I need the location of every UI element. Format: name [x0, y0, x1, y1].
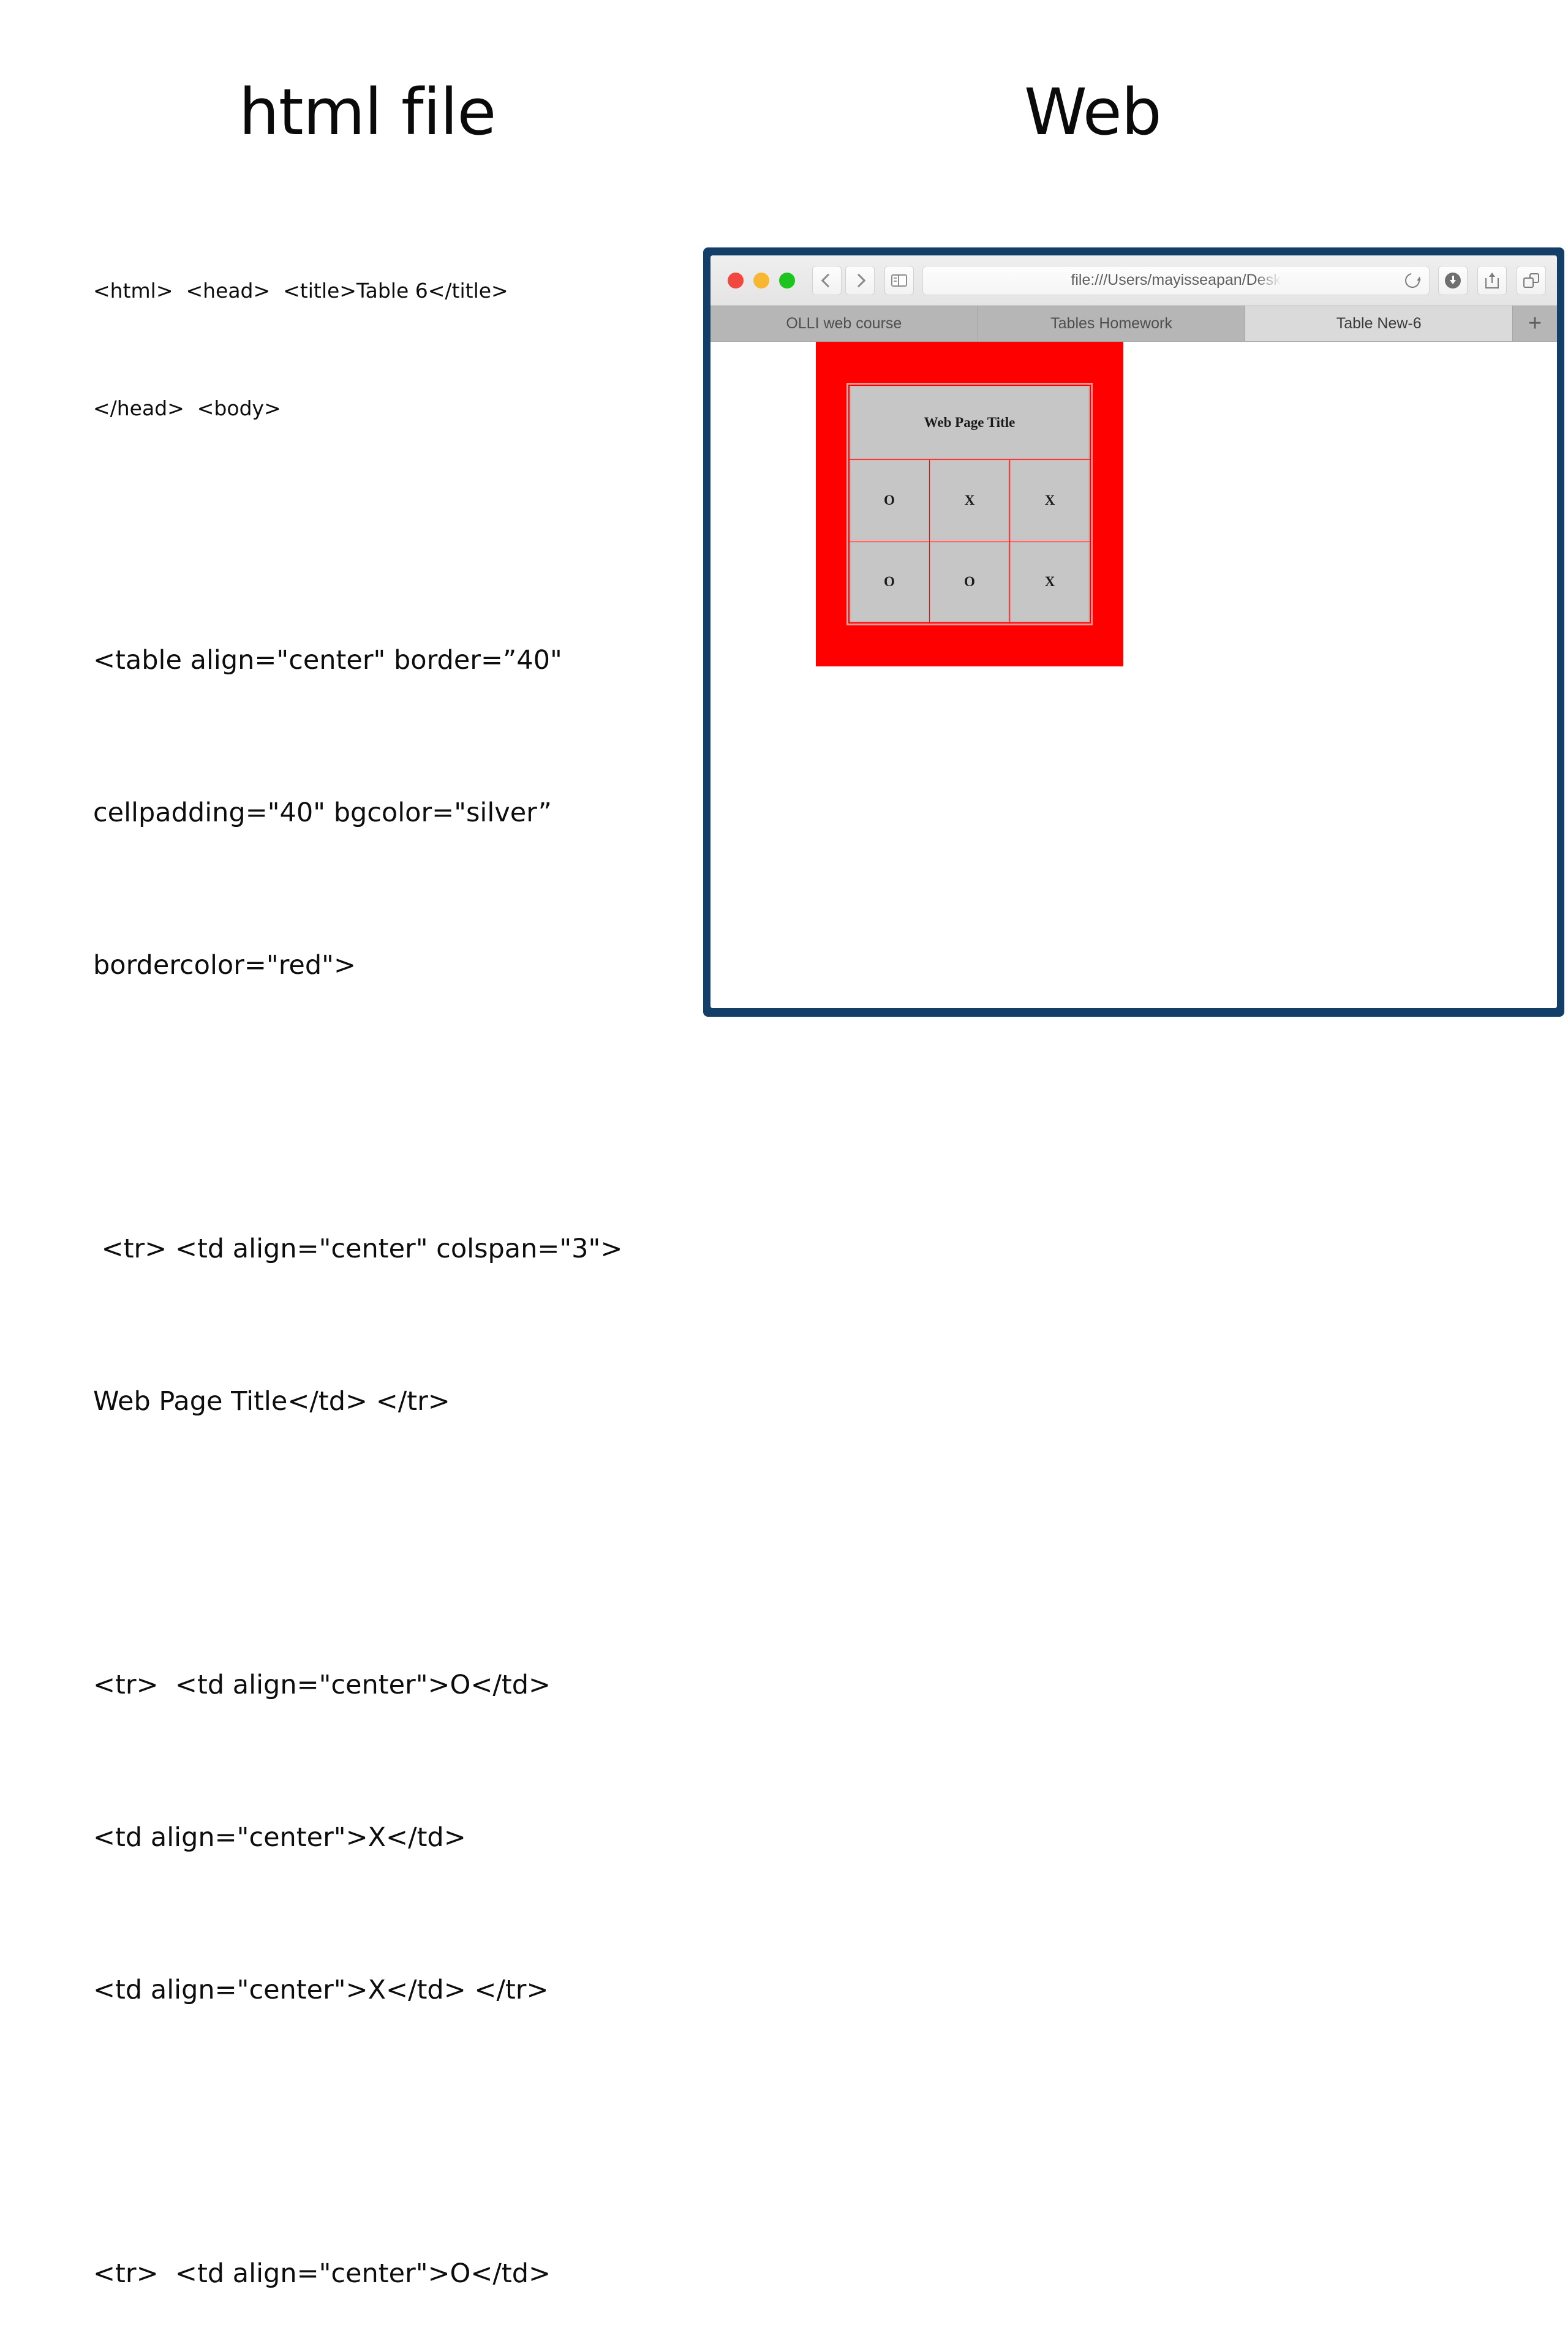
- page-title-web: Web: [1024, 75, 1162, 149]
- code-spacer: [93, 2117, 675, 2147]
- code-block-row-1: <tr> <td align="center">O</td> <td align…: [93, 1558, 675, 2117]
- forward-button[interactable]: [845, 265, 875, 295]
- table-row: O O X: [850, 541, 1090, 622]
- table-row: Web Page Title: [850, 386, 1090, 459]
- chevron-right-icon: [851, 273, 866, 287]
- tab-tables-homework[interactable]: Tables Homework: [978, 306, 1246, 341]
- browser-window: file:///Users/mayisseapan/Desk: [703, 247, 1564, 1017]
- code-line: bordercolor="red">: [93, 950, 356, 981]
- code-spacer: [93, 507, 675, 533]
- reload-button[interactable]: [1402, 270, 1423, 291]
- share-icon: [1485, 272, 1499, 288]
- code-block-doc-head: <html> <head> <title>Table 6</title> </h…: [93, 193, 675, 507]
- share-button[interactable]: [1477, 265, 1507, 295]
- code-line: <td align="center">X</td>: [93, 1822, 466, 1853]
- navigation-buttons: [812, 265, 875, 295]
- table-cell: O: [930, 541, 1009, 622]
- close-button[interactable]: [728, 272, 744, 288]
- table-cell: X: [930, 460, 1009, 541]
- rendered-table: Web Page Title O X X O O X: [846, 383, 1093, 625]
- page-viewport: Web Page Title O X X O O X: [710, 342, 1557, 1008]
- table-cell: O: [850, 460, 929, 541]
- code-listing: <html> <head> <title>Table 6</title> </h…: [93, 193, 675, 2352]
- code-block-row-2: <tr> <td align="center">O</td> <td align…: [93, 2147, 675, 2352]
- url-text: file:///Users/mayisseapan/Desk: [1071, 271, 1281, 288]
- code-line-title-text: Web Page Title</td> </tr>: [93, 1376, 675, 1427]
- table-cell: X: [1010, 541, 1090, 622]
- window-controls: [728, 272, 795, 288]
- table-cell: X: [1010, 460, 1090, 541]
- downloads-button[interactable]: [1438, 265, 1468, 295]
- table-cell-title: Web Page Title: [850, 386, 1090, 459]
- code-line: </head> <body>: [93, 396, 281, 420]
- browser-toolbar: file:///Users/mayisseapan/Desk: [710, 255, 1557, 306]
- code-line: <table align="center" border=”40": [93, 645, 562, 676]
- code-fragment-web-page-title: Web Page Title</td>: [93, 1386, 368, 1417]
- page-title-html-file: html file: [239, 75, 496, 149]
- code-line: cellpadding="40" bgcolor="silver”: [93, 797, 552, 828]
- code-line: <td align="center">X</td> </tr>: [93, 1975, 549, 2005]
- reload-icon: [1402, 270, 1423, 291]
- code-fragment-tr-close: </tr>: [368, 1386, 450, 1417]
- download-icon: [1445, 272, 1461, 288]
- tab-olli-web-course[interactable]: OLLI web course: [710, 306, 978, 341]
- code-spacer: [93, 1093, 675, 1122]
- code-block-table-open: <table align="center" border=”40" cellpa…: [93, 533, 675, 1093]
- back-button[interactable]: [812, 265, 842, 295]
- table-cell: O: [850, 541, 929, 622]
- code-block-title-row-highlighted: <tr> <td align="center" colspan="3"> Web…: [93, 1122, 675, 1529]
- code-fragment-td-colspan: <td align="center" colspan="3">: [175, 1234, 623, 1264]
- tab-bar: OLLI web course Tables Homework Table Ne…: [710, 306, 1557, 342]
- code-line: <html> <head> <title>Table 6</title>: [93, 279, 508, 303]
- sidebar-toggle-button[interactable]: [884, 265, 914, 295]
- code-line: <tr> <td align="center">O</td>: [93, 1670, 551, 1700]
- tab-overview-icon: [1523, 273, 1539, 288]
- chevron-left-icon: [821, 273, 835, 287]
- sidebar-toggle-icon: [891, 274, 907, 287]
- rendered-table-frame: Web Page Title O X X O O X: [816, 342, 1123, 666]
- address-bar[interactable]: file:///Users/mayisseapan/Desk: [922, 265, 1430, 295]
- zoom-button[interactable]: [779, 272, 795, 288]
- code-line: <tr> <td align="center">O</td>: [93, 2258, 551, 2289]
- table-row: O X X: [850, 460, 1090, 541]
- code-fragment-tr-open: <tr>: [93, 1234, 175, 1264]
- tab-table-new-6[interactable]: Table New-6: [1245, 306, 1513, 341]
- code-spacer: [93, 1529, 675, 1558]
- minimize-button[interactable]: [753, 272, 769, 288]
- tab-overview-button[interactable]: [1517, 265, 1546, 295]
- browser-window-content: file:///Users/mayisseapan/Desk: [710, 255, 1557, 1008]
- code-line-title-row: <tr> <td align="center" colspan="3">: [93, 1224, 675, 1275]
- new-tab-button[interactable]: +: [1513, 306, 1557, 341]
